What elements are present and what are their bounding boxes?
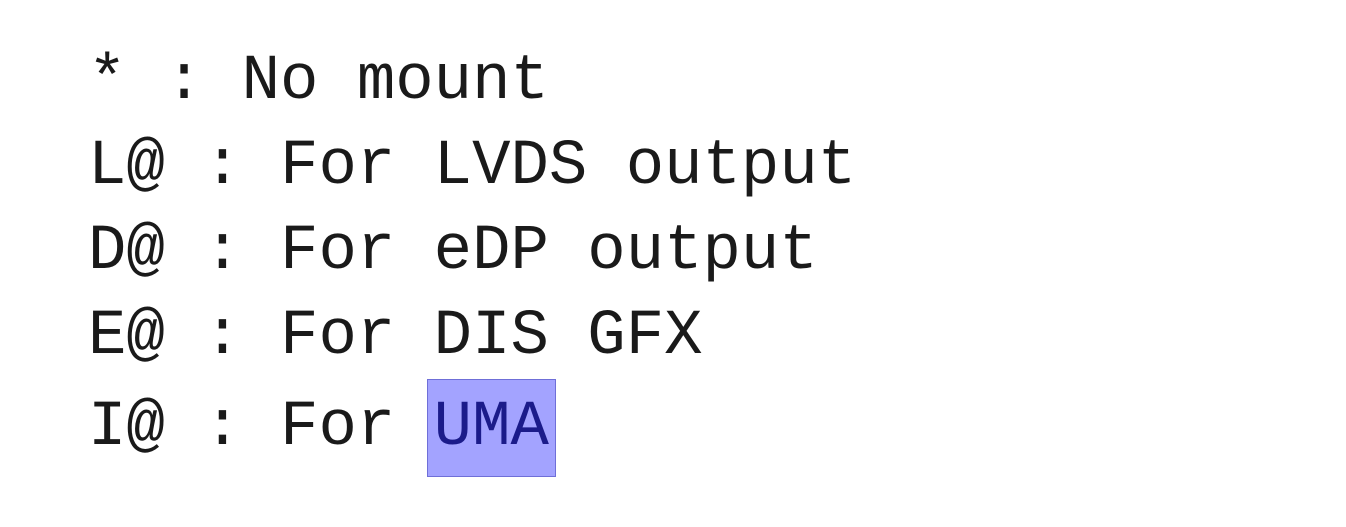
legend-description: For DIS GFX — [280, 301, 703, 373]
legend-description: No mount — [241, 46, 549, 118]
legend-description: For — [280, 392, 434, 464]
legend-code: D@ — [88, 216, 165, 288]
legend-line-dis-gfx: E@ : For DIS GFX — [88, 295, 856, 380]
legend-separator: : — [164, 216, 281, 288]
legend-code: L@ — [88, 131, 165, 203]
selected-text-highlight[interactable]: UMA — [426, 379, 556, 477]
legend-line-uma: I@ : For UMA — [88, 379, 856, 477]
legend-line-no-mount: * : No mount — [88, 40, 856, 125]
legend-line-edp: D@ : For eDP output — [88, 210, 856, 295]
legend-description: For LVDS output — [280, 131, 857, 203]
legend-code: E@ — [88, 301, 165, 373]
legend-separator: : — [126, 46, 242, 118]
legend-separator: : — [164, 392, 281, 464]
legend-description: For eDP output — [280, 216, 818, 288]
legend-code: I@ — [88, 392, 165, 464]
legend-separator: : — [164, 131, 281, 203]
legend-list: * : No mount L@ : For LVDS output D@ : F… — [88, 40, 856, 477]
legend-line-lvds: L@ : For LVDS output — [88, 125, 856, 210]
legend-separator: : — [164, 301, 281, 373]
legend-code: * — [88, 46, 127, 118]
